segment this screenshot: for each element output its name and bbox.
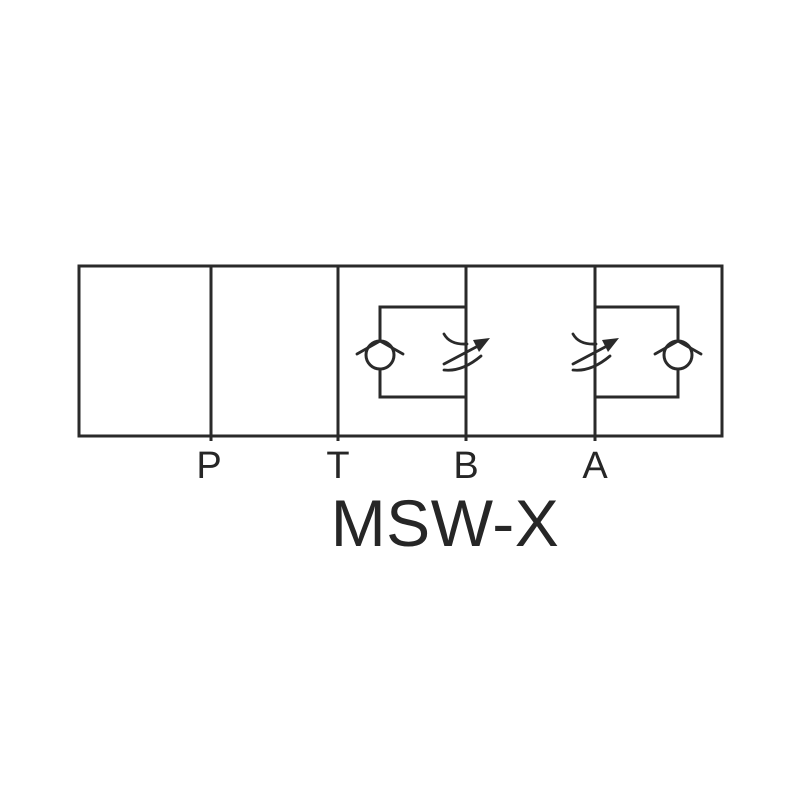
check-valve-b-icon (355, 339, 405, 371)
model-title: MSW-X (331, 486, 560, 560)
port-label-p: P (196, 445, 221, 487)
valve-body-outline (77, 264, 724, 438)
port-label-b: B (453, 445, 478, 487)
check-valve-a-icon (653, 339, 703, 371)
port-label-a: A (582, 445, 608, 487)
throttle-check-module-b (355, 305, 492, 399)
bypass-loop-b (378, 305, 466, 399)
bypass-loop-a (595, 305, 680, 399)
port-label-t: T (326, 445, 349, 487)
throttle-check-module-a (571, 305, 703, 399)
